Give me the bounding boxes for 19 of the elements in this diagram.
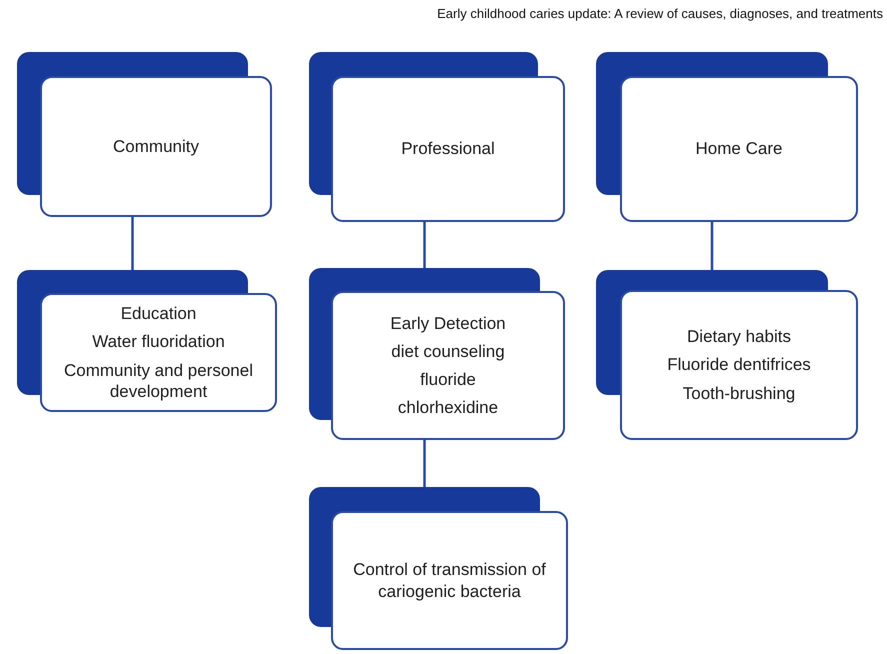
box-text: Community and personel development xyxy=(63,360,254,402)
diagram-title: Early childhood caries update: A review of causes, diagnoses, and treatments xyxy=(437,6,883,21)
box-text: Professional xyxy=(401,138,495,160)
box-text: Early Detection xyxy=(390,312,506,334)
box-text: Community xyxy=(113,136,199,158)
box-text: diet counseling xyxy=(391,340,505,362)
box-text: Fluoride dentifrices xyxy=(667,354,811,376)
box-text: chlorhexidine xyxy=(398,397,498,418)
connector-line xyxy=(423,222,426,268)
connector-line xyxy=(423,440,426,487)
box-text: Education xyxy=(120,303,196,324)
connector-line xyxy=(710,222,714,270)
box-text: Dietary habits xyxy=(687,326,791,348)
box-text: Control of transmission of cariogenic bacteria xyxy=(352,559,547,602)
box-text: Water fluoridation xyxy=(92,331,225,352)
box-text: fluoride xyxy=(420,369,476,390)
box-text: Home Care xyxy=(696,138,782,160)
box-text: Tooth-brushing xyxy=(682,382,796,404)
connector-line xyxy=(131,217,134,270)
